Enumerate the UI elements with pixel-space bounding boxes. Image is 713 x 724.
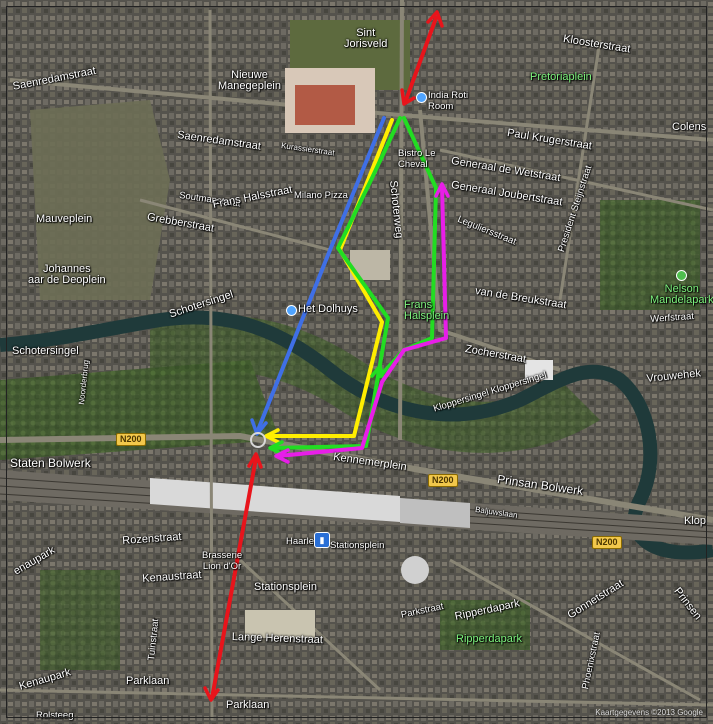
label-sint-jorisveld: Sint Jorisveld: [344, 27, 388, 50]
route-green-head-b: [370, 364, 386, 382]
label-bistro: Bistro Le Cheval: [398, 148, 436, 170]
n200-shield-west: N200: [116, 433, 146, 446]
river-spaarne: [0, 310, 713, 560]
poi-india-roti[interactable]: [416, 92, 427, 103]
park-west: [30, 100, 170, 300]
building-round: [401, 556, 429, 584]
route-red-south-head-b: [203, 686, 220, 702]
building-school: [245, 610, 315, 638]
route-red-south-head-a: [247, 452, 263, 469]
roundabout: [250, 432, 266, 448]
map-copyright: Kaartgegevens ©2013 Google: [595, 708, 703, 717]
label-nelson: Nelson Mandelapark: [650, 283, 713, 306]
route-green: [270, 116, 402, 450]
route-red-south: [210, 456, 258, 700]
label-mauveplein: Mauveplein: [36, 213, 93, 225]
label-het-dolhuys: Het Dolhuys: [298, 303, 358, 315]
route-yellow-head: [264, 428, 280, 444]
label-colens: Colens: [672, 121, 707, 133]
route-magenta-head-a: [274, 448, 290, 464]
label-milano-pizza: Milano Pizza: [294, 190, 348, 201]
park-ripperda: [440, 600, 530, 650]
label-haarlem: Haarlem: [286, 536, 322, 547]
route-magenta: [276, 184, 448, 458]
route-red-north-head-b: [426, 10, 444, 28]
label-johannes: Johannes aar de Deoplein: [28, 263, 106, 286]
n200-shield-southeast: N200: [592, 536, 622, 549]
label-frans-halsplein: Frans Halsplein: [404, 299, 450, 322]
routes: [203, 10, 450, 702]
label-ripperdapark-b: Ripperdapark: [456, 633, 523, 645]
poi-nelson-park[interactable]: [676, 270, 687, 281]
label-stationsplein-b: Stationsplein: [254, 581, 317, 593]
station-roof-2: [400, 498, 470, 528]
park-nelson: [600, 200, 700, 310]
label-india-roti: India Roti Room: [428, 90, 469, 112]
label-parklaan-a: Parklaan: [126, 675, 170, 687]
label-parklaan-b: Parklaan: [226, 699, 270, 711]
label-rolsteeg: Rolsteeg: [36, 710, 74, 721]
route-red-north-head-a: [400, 88, 416, 106]
park-kenau: [40, 570, 120, 670]
route-red-north: [404, 16, 438, 102]
label-schotersingel-w: Schotersingel: [12, 345, 79, 357]
label-staten-bolwerk: Staten Bolwerk: [10, 456, 91, 470]
route-magenta-head-b: [434, 182, 450, 198]
route-green-head-a: [268, 440, 284, 456]
label-brasserie: Brasserie Lion d'Or: [202, 550, 243, 572]
label-klop: Klop: [684, 515, 707, 527]
route-blue: [256, 116, 386, 432]
building-white-1: [525, 360, 553, 380]
train-station-icon[interactable]: ▮: [314, 532, 330, 548]
poi-dolhuys[interactable]: [286, 305, 297, 316]
n200-shield-east: N200: [428, 474, 458, 487]
label-nieuwe-manegeplein: Nieuwe Manegeplein: [218, 69, 281, 92]
label-pretoriaplein: Pretoriaplein: [530, 71, 592, 83]
building-hospital-roof: [295, 85, 355, 125]
label-stationsplein-a: Stationsplein: [330, 540, 385, 551]
